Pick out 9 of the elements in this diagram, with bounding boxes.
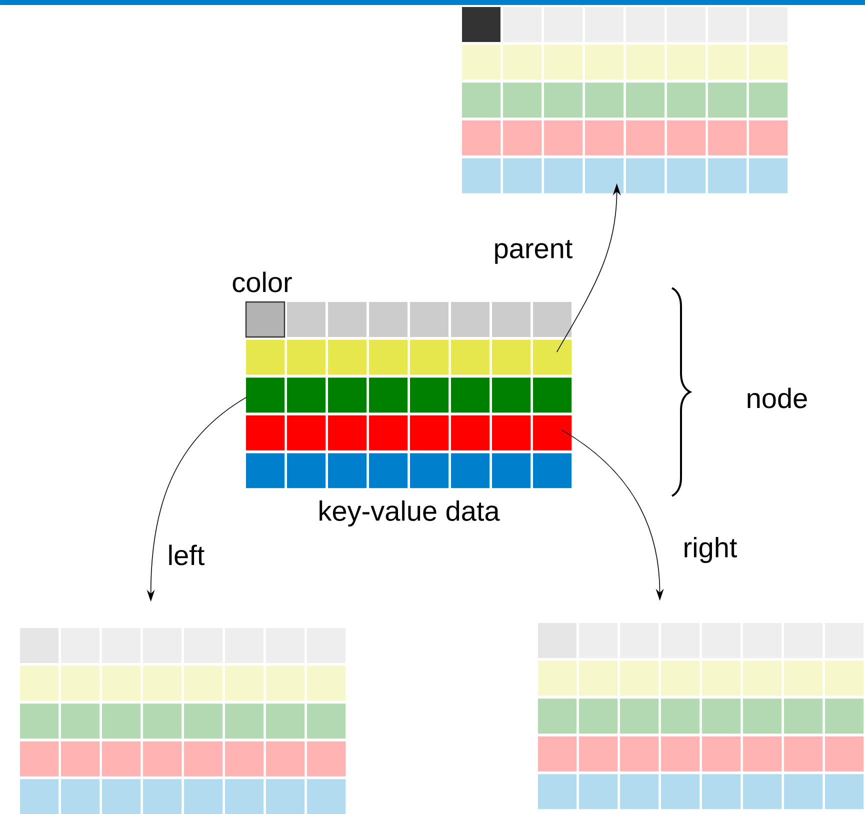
table-grid — [20, 628, 346, 814]
edge-label: left — [166, 544, 206, 566]
edge-label: right — [682, 536, 738, 564]
edge-label: parent — [492, 239, 574, 265]
brace-label: node — [748, 388, 807, 408]
table-grid — [462, 7, 788, 194]
table-grid — [538, 622, 864, 810]
cell-label: color — [232, 272, 292, 292]
grid-caption: key-value data — [320, 500, 500, 526]
